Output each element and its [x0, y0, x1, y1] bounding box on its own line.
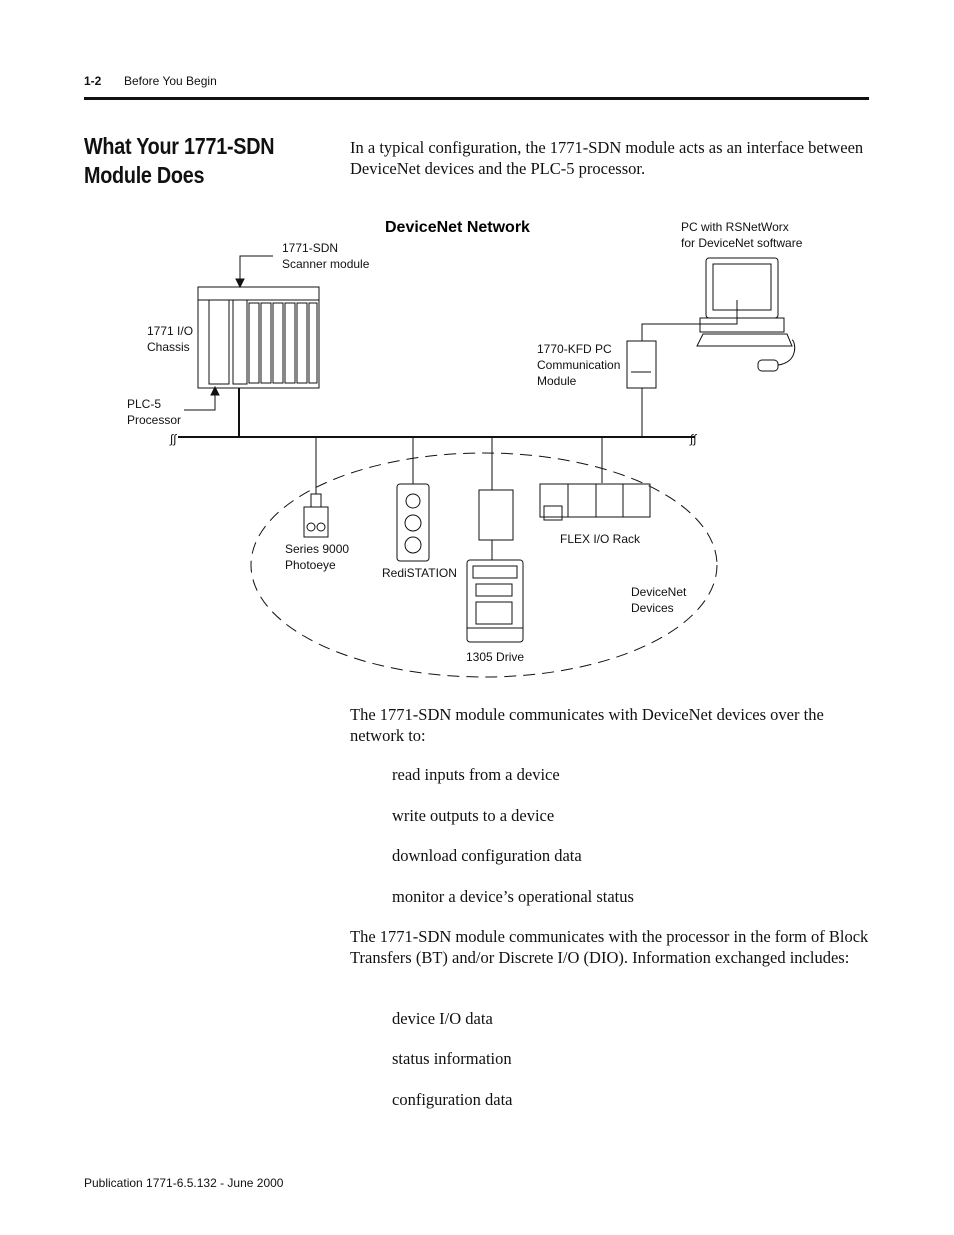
list-item: download configuration data [392, 846, 582, 865]
capabilities-paragraph: The 1771-SDN module communicates with De… [350, 705, 824, 745]
devices-label-line1: DeviceNet [631, 585, 687, 599]
running-title: Before You Begin [124, 74, 217, 88]
processor-paragraph: The 1771-SDN module communicates with th… [350, 927, 869, 967]
redistation-label: RediSTATION [382, 566, 457, 580]
intro-paragraph: In a typical configuration, the 1771-SDN… [350, 138, 864, 178]
pc-label-line1: PC with RSNetWorx [681, 220, 789, 234]
kfd-label-line1: 1770-KFD PC [537, 342, 612, 356]
list-item: configuration data [392, 1090, 513, 1109]
diagram-title: DeviceNet Network [385, 219, 530, 236]
list-item: status information [392, 1049, 512, 1068]
kfd-label-line2: Communication [537, 358, 620, 372]
drive-label: 1305 Drive [466, 650, 524, 664]
svg-text:∫∫: ∫∫ [169, 432, 177, 446]
page-number: 1-2 [84, 74, 102, 88]
list-item: write outputs to a device [392, 806, 555, 825]
flex-label: FLEX I/O Rack [560, 532, 641, 546]
section-title: What Your 1771-SDN Module Does [84, 133, 275, 188]
chassis-label-line2: Chassis [147, 340, 190, 354]
photoeye-label-line2: Photoeye [285, 558, 336, 572]
pc-label-line2: for DeviceNet software [681, 236, 803, 250]
scanner-label-line1: 1771-SDN [282, 241, 338, 255]
list-item: device I/O data [392, 1009, 493, 1028]
header-rule [84, 97, 869, 100]
devicenet-network-diagram: ∫∫ ∫∫ [127, 219, 803, 678]
plc-label-line2: Processor [127, 413, 181, 427]
list-item: monitor a device’s operational status [392, 887, 634, 906]
publication-footer: Publication 1771-6.5.132 - June 2000 [84, 1176, 284, 1190]
devices-label-line2: Devices [631, 601, 674, 615]
svg-text:∫∫: ∫∫ [689, 432, 697, 446]
list-item: read inputs from a device [392, 765, 560, 784]
chassis-label-line1: 1771 I/O [147, 324, 193, 338]
scanner-label-line2: Scanner module [282, 257, 370, 271]
kfd-label-line3: Module [537, 374, 577, 388]
photoeye-label-line1: Series 9000 [285, 542, 349, 556]
plc-label-line1: PLC-5 [127, 397, 161, 411]
